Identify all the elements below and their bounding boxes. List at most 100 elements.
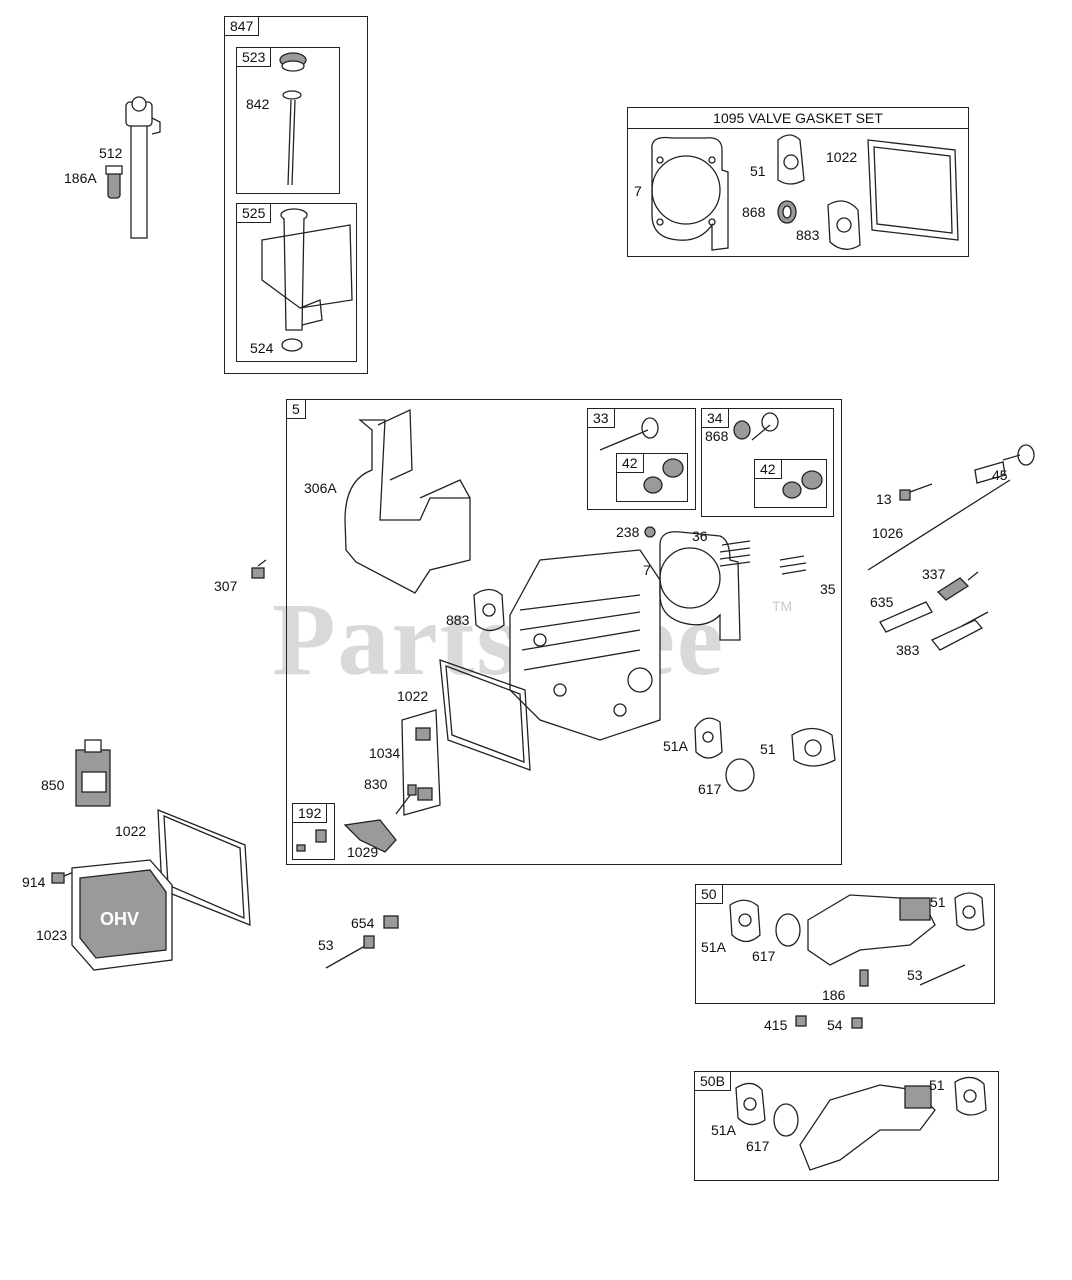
callout-vg-1022: 1022 xyxy=(826,149,858,165)
kit-box-5-label: 5 xyxy=(287,400,306,419)
callout-850: 850 xyxy=(41,777,65,793)
gasket-7 xyxy=(651,136,729,251)
kit-box-50b: 50B xyxy=(694,1071,999,1181)
callout-50-51a: 51A xyxy=(701,939,726,955)
spring-35 xyxy=(779,555,807,575)
kit-box-34: 34 xyxy=(701,408,834,517)
valve-34 xyxy=(733,412,779,441)
callout-635: 635 xyxy=(870,594,894,610)
callout-50-617: 617 xyxy=(752,948,776,964)
callout-50b-51a: 51A xyxy=(711,1122,736,1138)
callout-415: 415 xyxy=(764,1017,788,1033)
callout-50b-617: 617 xyxy=(746,1138,770,1154)
callout-54: 54 xyxy=(827,1017,843,1033)
callout-35: 35 xyxy=(820,581,836,597)
callout-654: 654 xyxy=(351,915,375,931)
ball-238 xyxy=(644,526,656,538)
callout-1029: 1029 xyxy=(347,844,379,860)
pin-635 xyxy=(879,601,933,633)
callout-45: 45 xyxy=(992,467,1008,483)
valve-33 xyxy=(599,417,659,451)
callout-13: 13 xyxy=(876,491,892,507)
gasket-883-b xyxy=(473,588,505,632)
callout-186a: 186A xyxy=(64,170,97,186)
stud-53 xyxy=(325,935,375,969)
oring-617-50 xyxy=(775,913,801,947)
cover-gasket-1022 xyxy=(867,139,959,241)
callout-vg-51: 51 xyxy=(750,163,766,179)
callout-vg-7: 7 xyxy=(634,183,642,199)
callout-524: 524 xyxy=(250,340,274,356)
cover-gasket-1022-c xyxy=(157,809,251,926)
keepers-42-a xyxy=(643,458,684,494)
callout-1022-b: 1022 xyxy=(115,823,147,839)
kit-box-525-label: 525 xyxy=(237,204,272,223)
fitting-186 xyxy=(859,969,869,987)
callout-1034: 1034 xyxy=(369,745,401,761)
push-rod-1026 xyxy=(867,479,1011,571)
fittings-192 xyxy=(296,829,327,852)
oil-fill-tube-525 xyxy=(261,208,353,352)
kit-box-34-label: 34 xyxy=(702,409,729,428)
spring-36 xyxy=(719,540,751,567)
valve-45 xyxy=(974,444,1035,484)
kit-box-50-label: 50 xyxy=(696,885,723,904)
bolt-54 xyxy=(851,1017,863,1029)
intake-manifold-50b xyxy=(799,1084,936,1171)
kit-box-523-label: 523 xyxy=(237,48,272,67)
callout-50-53: 53 xyxy=(907,967,923,983)
gasket-51 xyxy=(777,134,805,185)
trademark-mark: TM xyxy=(772,598,793,614)
gasket-51-50b xyxy=(954,1076,987,1116)
kit-box-5: 5 xyxy=(286,399,842,865)
callout-512: 512 xyxy=(99,145,123,161)
callout-51: 51 xyxy=(760,741,776,757)
kit-box-42-b: 42 xyxy=(754,459,827,508)
gasket-51a-50b xyxy=(735,1082,766,1126)
callout-383: 383 xyxy=(896,642,920,658)
gasket-883 xyxy=(827,200,861,250)
dipstick-tube-512 xyxy=(125,96,161,239)
keepers-42-b xyxy=(782,470,823,499)
valve-gasket-set-title: 1095 VALVE GASKET SET xyxy=(628,108,968,129)
kit-box-42-a: 42 xyxy=(616,453,688,502)
head-gasket-7 xyxy=(659,531,741,641)
oring-617 xyxy=(725,758,755,792)
callout-337: 337 xyxy=(922,566,946,582)
callout-vg-868: 868 xyxy=(742,204,766,220)
kit-box-847-label: 847 xyxy=(225,17,260,36)
dipstick-523 xyxy=(279,52,307,186)
callout-50-186: 186 xyxy=(822,987,846,1003)
kit-box-33-label: 33 xyxy=(588,409,615,428)
callout-36: 36 xyxy=(692,528,708,544)
callout-883: 883 xyxy=(446,612,470,628)
shroud-306a xyxy=(344,408,471,594)
callout-842: 842 xyxy=(246,96,270,112)
callout-7: 7 xyxy=(643,562,651,578)
callout-1026: 1026 xyxy=(872,525,904,541)
breather-plate-1034 xyxy=(401,709,441,816)
cover-gasket-1022-b xyxy=(439,659,531,771)
callout-1023: 1023 xyxy=(36,927,68,943)
callout-868: 868 xyxy=(705,428,729,444)
callout-51a: 51A xyxy=(663,738,688,754)
gasket-51a-50 xyxy=(729,899,761,943)
shield-1029 xyxy=(343,819,397,853)
seal-868 xyxy=(777,200,797,224)
gasket-51 xyxy=(791,727,836,767)
callout-50-51: 51 xyxy=(930,894,946,910)
kit-box-42-b-label: 42 xyxy=(755,460,782,479)
bolt-914 xyxy=(51,871,75,884)
plug-415 xyxy=(795,1015,807,1027)
stud-830 xyxy=(395,784,417,815)
callout-307: 307 xyxy=(214,578,238,594)
valve-cover-1023: OHV xyxy=(71,859,173,971)
bolt-307 xyxy=(251,559,267,579)
kit-box-50: 50 xyxy=(695,884,995,1004)
sealant-tube-850 xyxy=(75,739,111,807)
callout-vg-883: 883 xyxy=(796,227,820,243)
kit-box-50b-label: 50B xyxy=(695,1072,731,1091)
kit-box-525: 525 xyxy=(236,203,357,362)
spark-plug-337 xyxy=(936,571,979,601)
